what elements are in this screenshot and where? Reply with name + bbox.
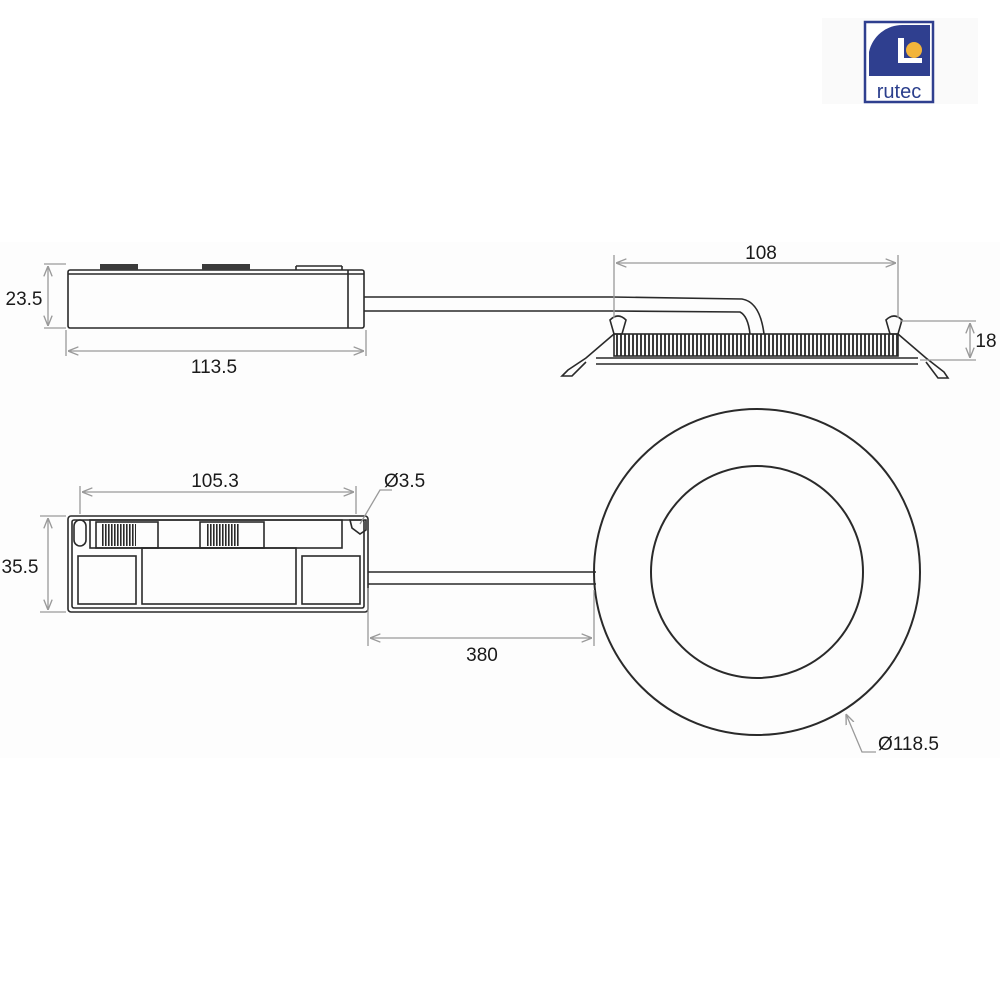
rutec-logo: rutec (863, 20, 935, 104)
logo-wordmark: rutec (877, 81, 921, 103)
dim-driver-length: 113.5 (191, 357, 237, 378)
lamp-side-view (560, 296, 950, 379)
dim-driver-height: 23.5 (6, 289, 43, 310)
dim-lamp-height: 18 (975, 331, 996, 352)
dim-hole-diameter: Ø3.5 (384, 471, 425, 492)
driver-side-view (67, 264, 612, 329)
dim-lamp-diameter: Ø118.5 (878, 734, 939, 755)
dim-hole-spacing: 105.3 (191, 471, 239, 492)
dim-driver-width: 35.5 (2, 557, 39, 578)
dimension-lines (40, 255, 976, 753)
dim-cable-length: 380 (466, 645, 498, 666)
dim-lamp-cutout: 108 (745, 243, 777, 264)
logo-sun (906, 42, 922, 58)
driver-top-view (67, 515, 596, 613)
lamp-front-view (593, 408, 921, 736)
